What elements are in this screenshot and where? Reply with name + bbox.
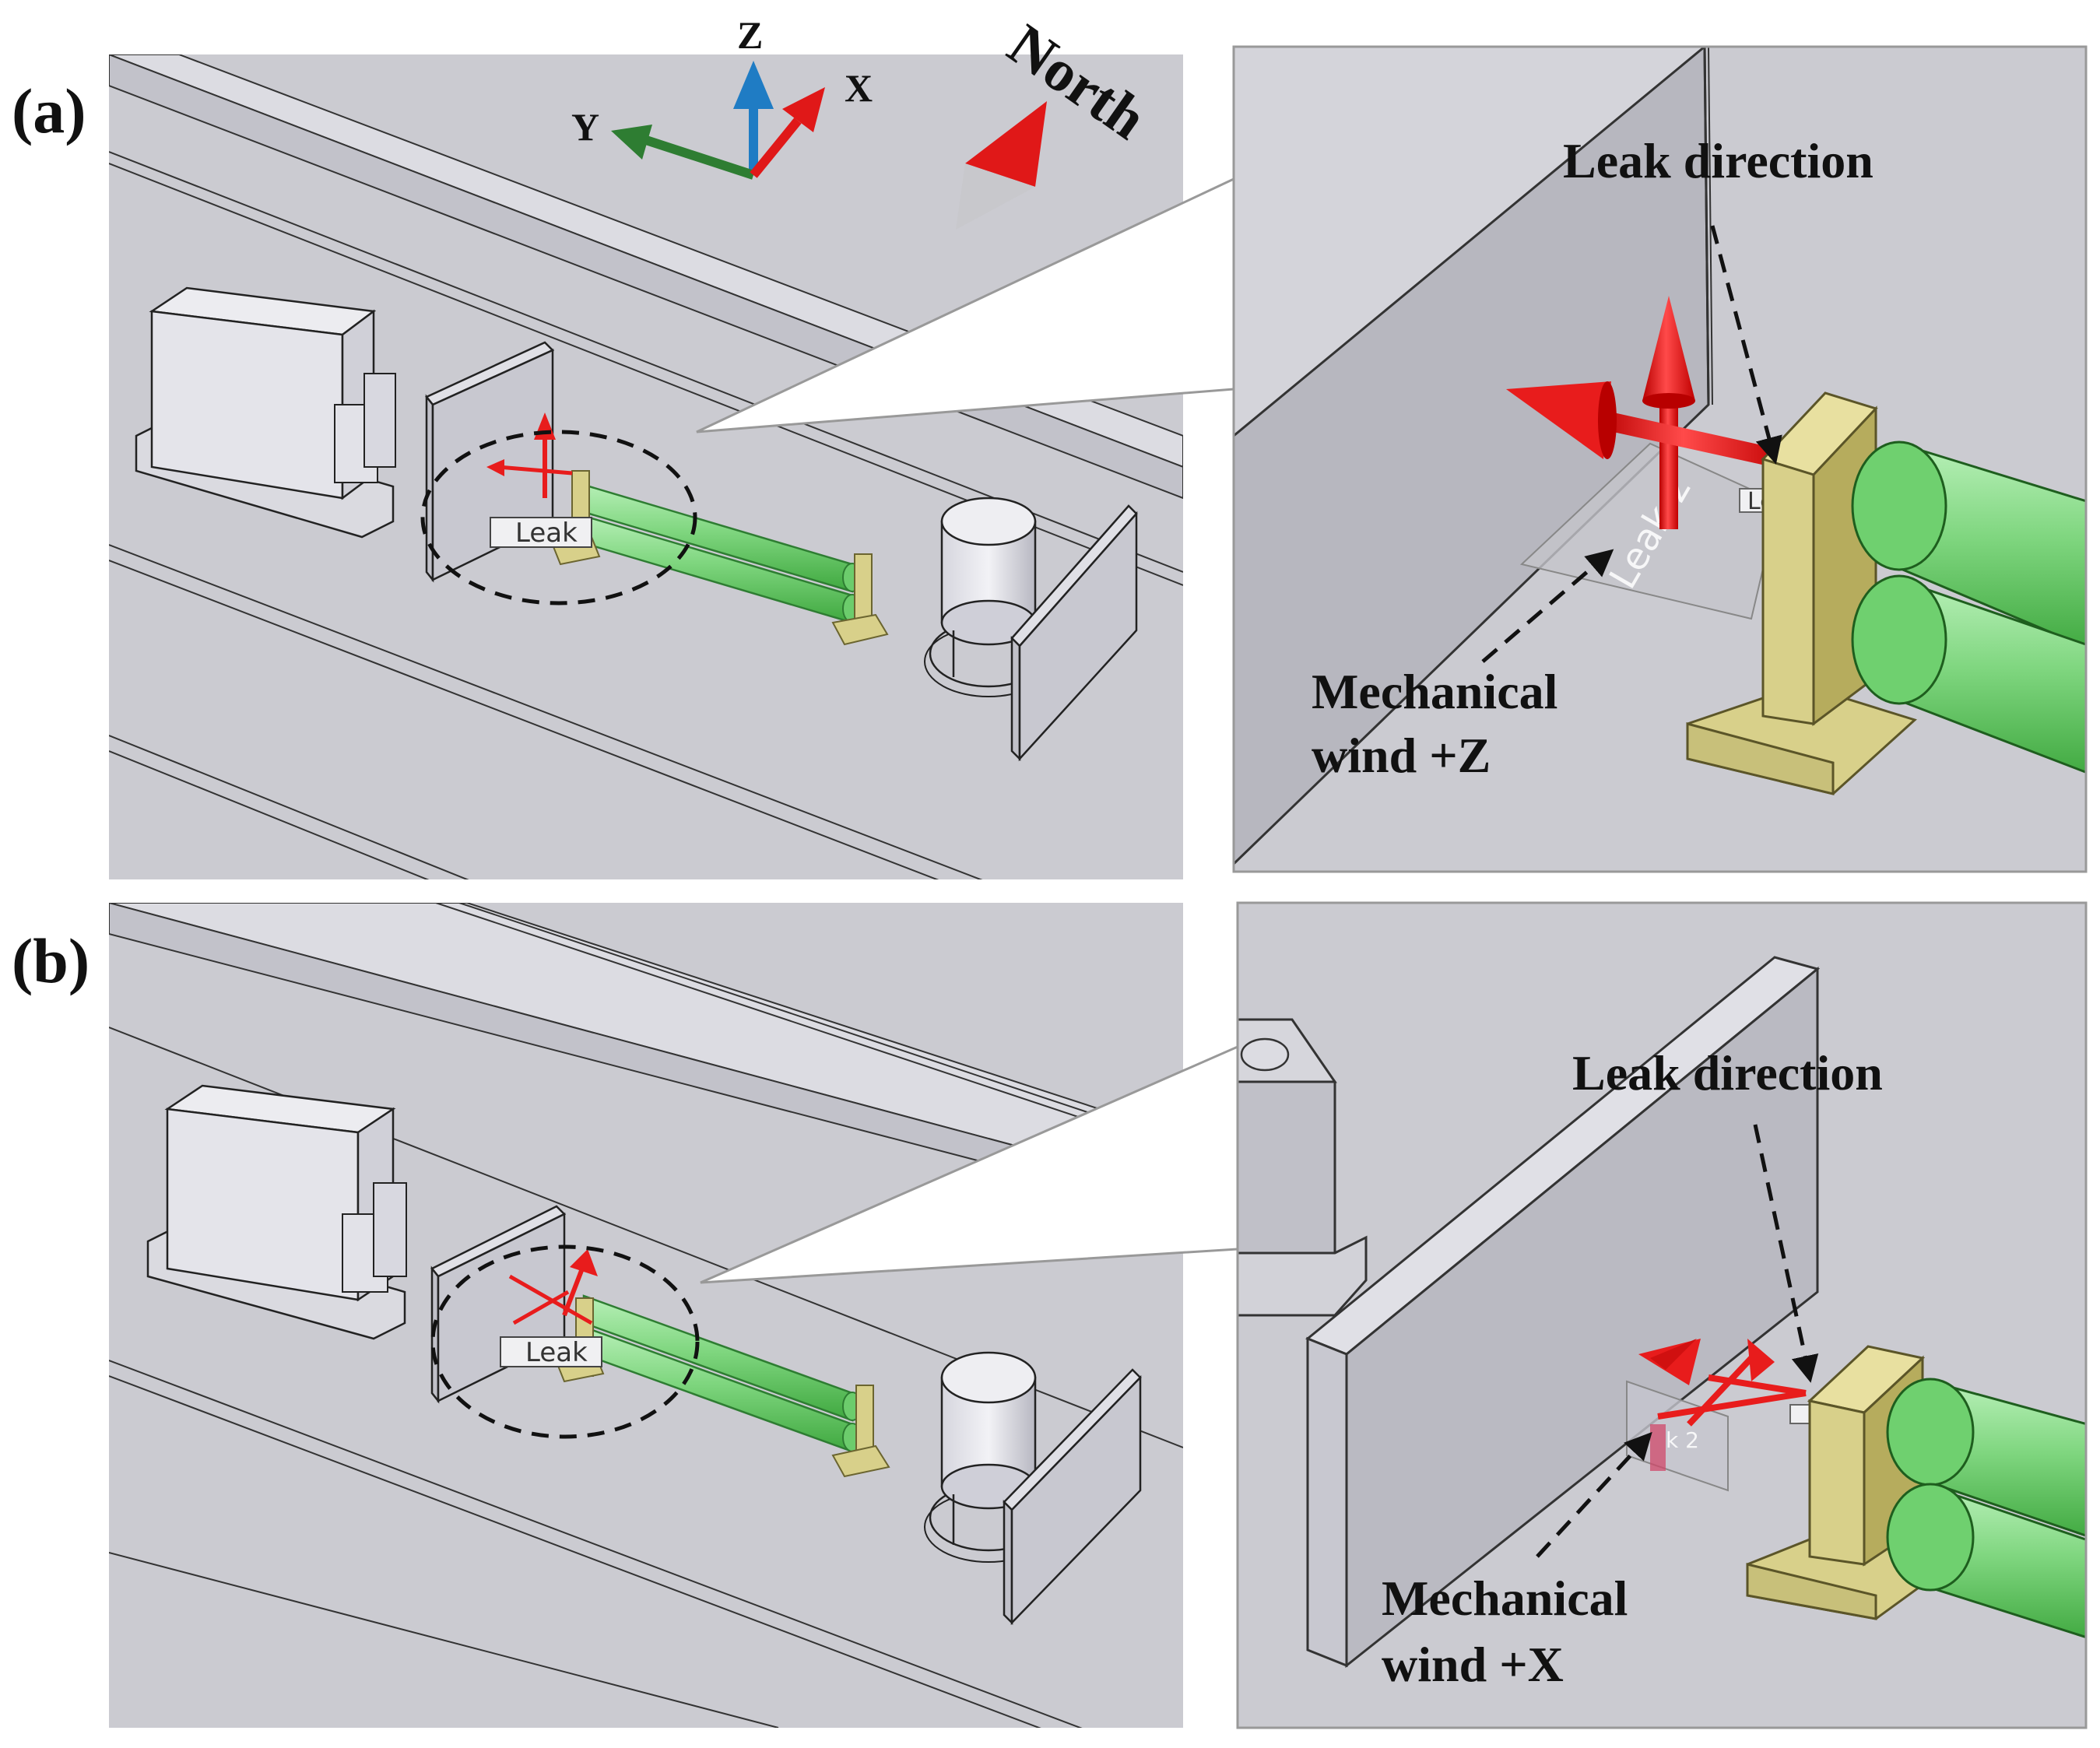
highlight-circle-a (420, 430, 697, 605)
leak-tag-b-text: Leak (525, 1337, 588, 1368)
tank-wall-b (1003, 1368, 1142, 1626)
zoom-a-leak-direction-label: Leak direction (1563, 133, 1873, 188)
panel-a-zoom: Leak 2 Le (1232, 45, 2088, 873)
pipes-zoom-b (1886, 1378, 2086, 1639)
wind-arrow-zoom-b (1638, 1339, 1807, 1427)
wind-arrow-mini-b (508, 1249, 598, 1325)
tank-wall-a (1010, 504, 1138, 762)
panel-a-label: (a) (12, 75, 86, 146)
axis-z-label: Z (737, 13, 763, 57)
zoom-b-leak-plate-text: k 2 (1666, 1427, 1699, 1453)
axis-y-label: Y (571, 105, 599, 149)
equipment-box-a (135, 286, 396, 539)
zoom-b-wind-label-line1: Mechanical (1382, 1571, 1628, 1626)
leak-tag-a-text: Leak (515, 518, 578, 549)
pipes-zoom-a (1851, 441, 2086, 774)
highlight-circle-b (430, 1244, 700, 1439)
panel-b-label: (b) (12, 925, 90, 996)
panel-b-zoom: k 2 (1236, 901, 2088, 1729)
zoom-b-wind-label-line2: wind +X (1382, 1637, 1564, 1692)
panel-b-overview: Leak (109, 903, 1183, 1728)
zoom-b-leak-direction-label: Leak direction (1572, 1045, 1883, 1100)
equipment-box-b (146, 1084, 407, 1340)
zoom-a-wind-label-line1: Mechanical (1312, 664, 1557, 719)
zoom-b-leak-direction-arrow (1753, 1124, 1819, 1383)
leak-tag-b: Leak (500, 1336, 602, 1368)
axis-triad: Z Y X (571, 13, 873, 180)
zoom-a-wind-label-line2: wind +Z (1312, 728, 1491, 783)
leak-tag-a: Leak (490, 517, 592, 549)
wind-arrow-zoom-a (1506, 296, 1790, 529)
axis-x-label: X (845, 66, 873, 110)
zoom-a-leak-direction-arrow (1710, 225, 1782, 465)
zoom-b-wind-pointer-arrow (1536, 1431, 1652, 1558)
